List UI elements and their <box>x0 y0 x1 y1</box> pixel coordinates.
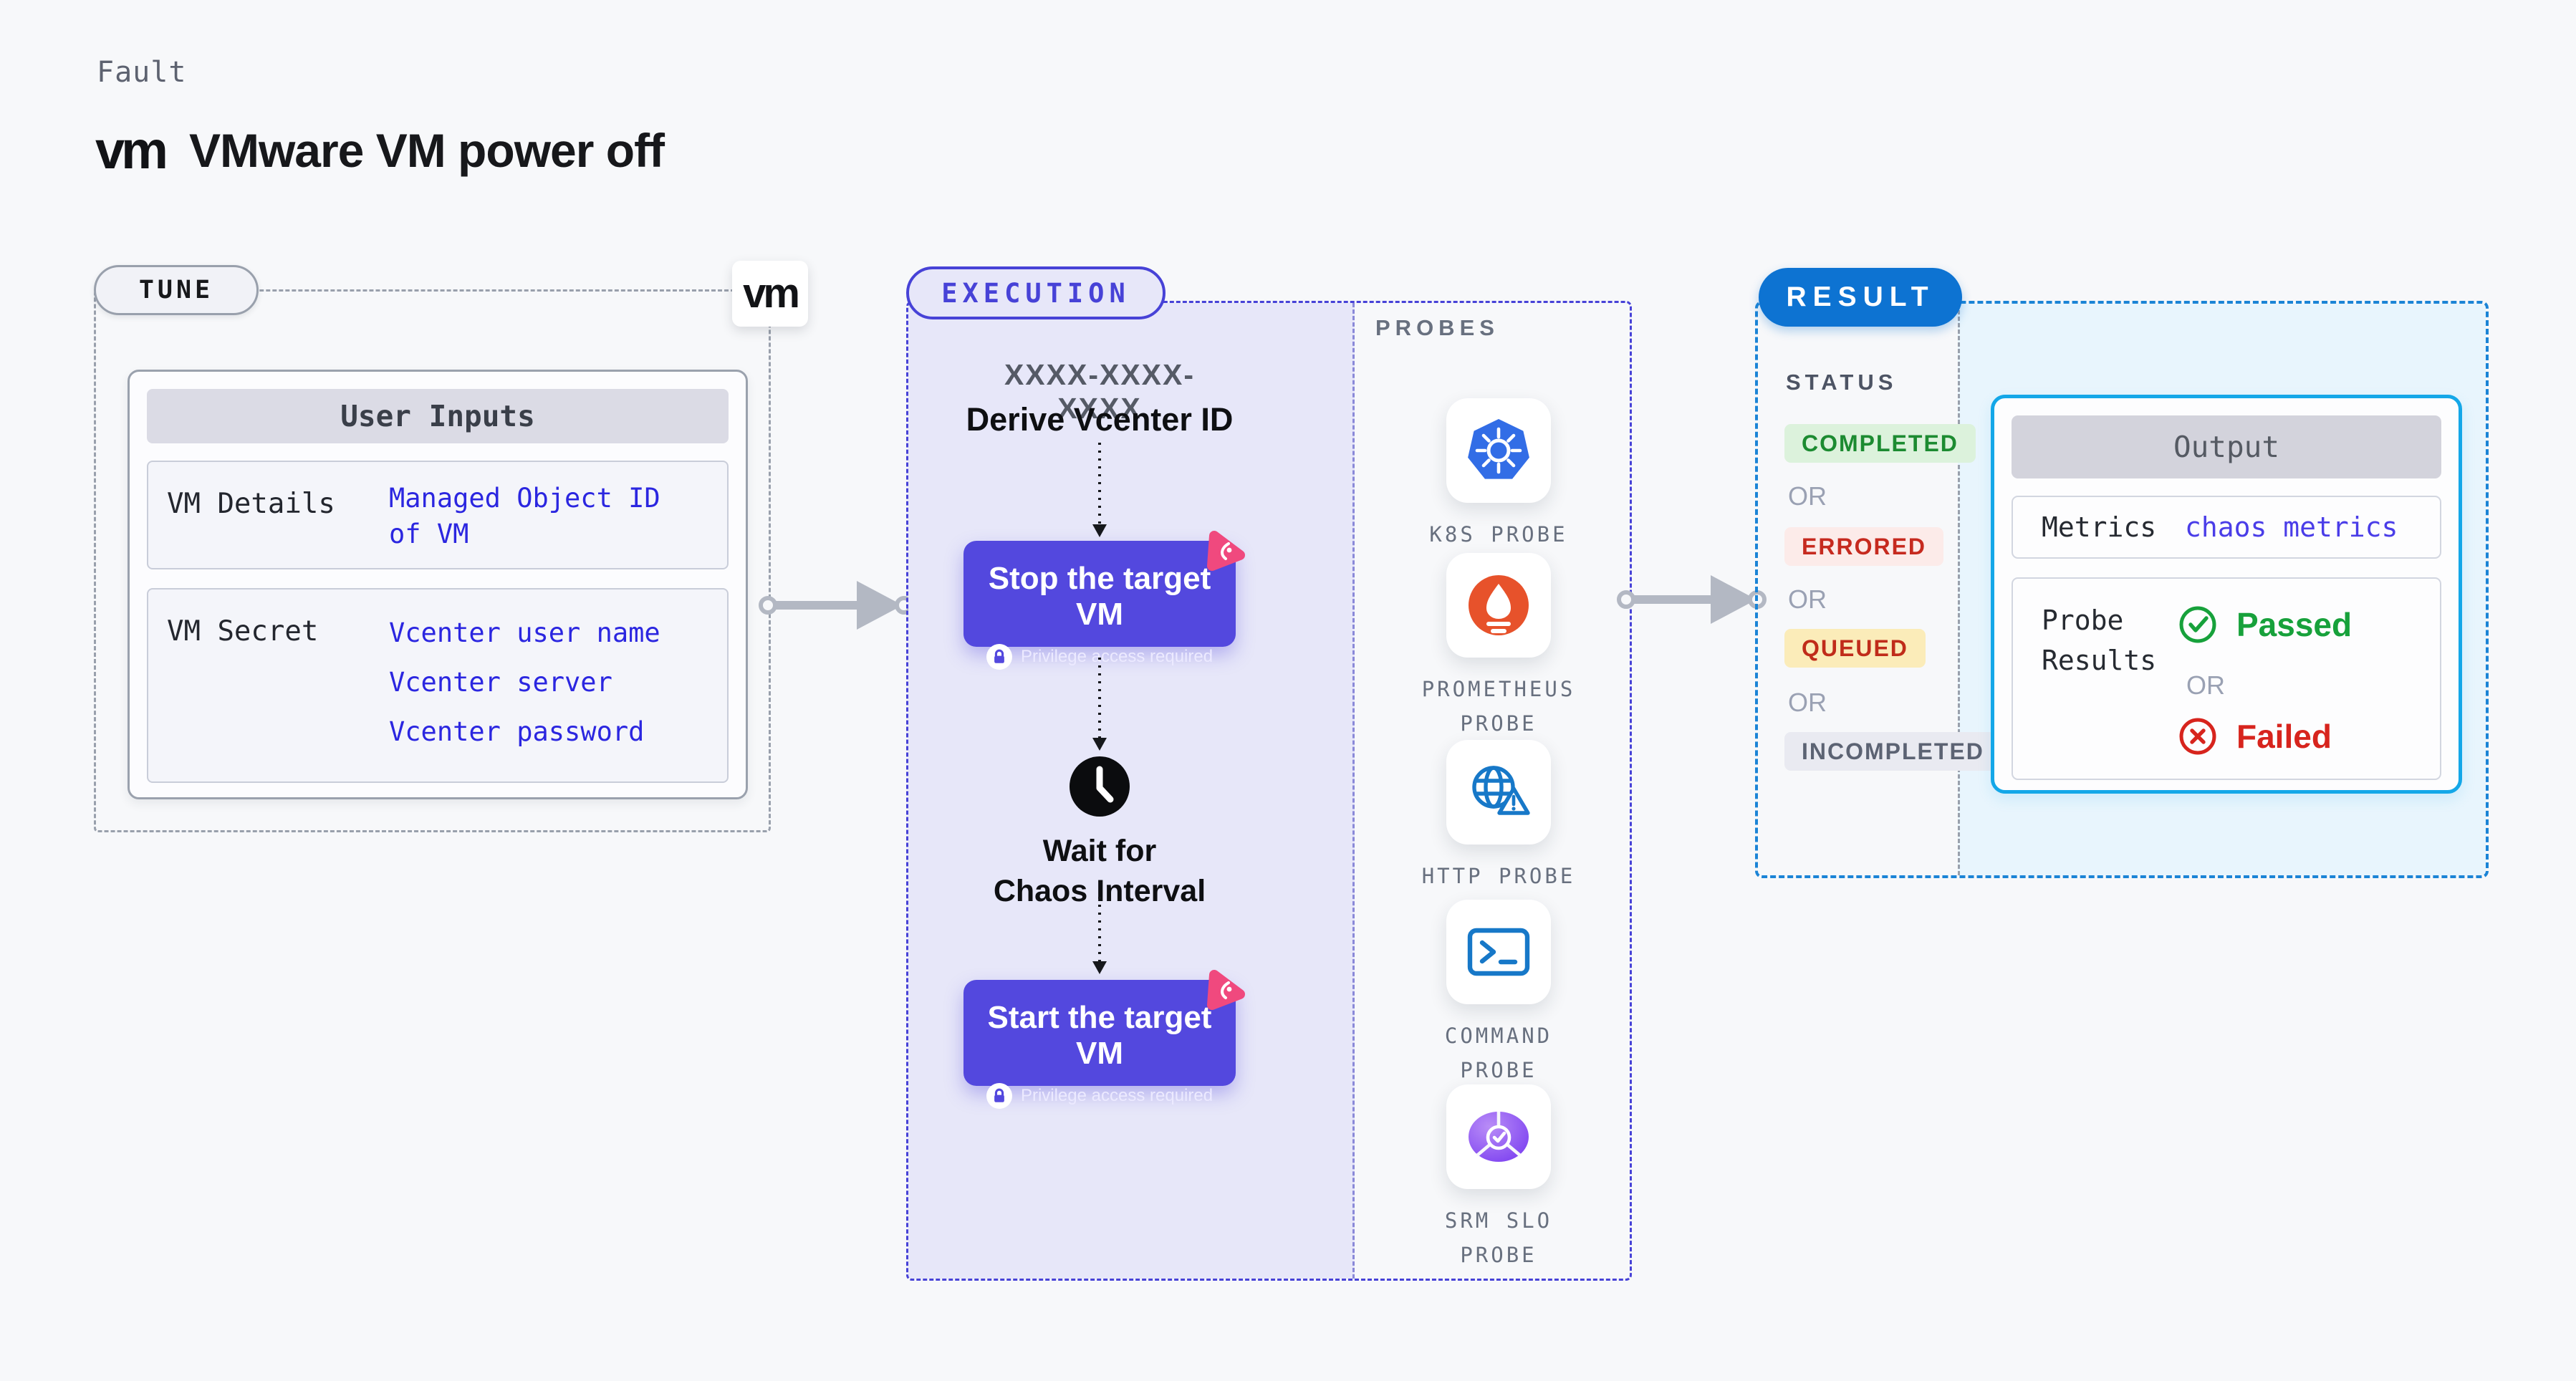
probe-item-prometheus: PROMETHEUS PROBE <box>1363 553 1635 741</box>
privilege-note-row: Privilege access required <box>963 1083 1236 1109</box>
vm-details-label: VM Details <box>167 488 335 520</box>
vm-secret-values: Vcenter user name Vcenter server Vcenter… <box>389 590 660 781</box>
probe-label: COMMAND PROBE <box>1445 1019 1552 1087</box>
stop-step-label: Stop the target VM <box>988 561 1211 632</box>
probe-item-k8s: K8S PROBE <box>1363 398 1635 552</box>
flow-connector <box>1092 897 1107 974</box>
result-badge: RESULT <box>1759 268 1962 327</box>
probe-item-command: COMMAND PROBE <box>1363 900 1635 1087</box>
derive-vcenter-code: XXXX-XXXX-XXXX <box>1004 358 1196 425</box>
privilege-note: Privilege access required <box>1020 1086 1213 1105</box>
execution-flow-area <box>908 303 1355 1279</box>
tune-section-box <box>94 289 771 832</box>
metrics-label: Metrics <box>2042 511 2157 543</box>
probe-item-http: HTTP PROBE <box>1363 740 1635 893</box>
k8s-probe-icon <box>1446 398 1551 503</box>
flow-connector <box>1092 443 1107 537</box>
wait-label-line: Interval <box>1096 874 1206 908</box>
metrics-value: chaos metrics <box>2185 511 2398 543</box>
vm-details-row: VM Details Managed Object ID of VM <box>147 461 729 569</box>
wait-label-line: Wait for Chaos <box>993 834 1157 908</box>
vmware-icon: vm <box>743 270 800 317</box>
probe-label-line: COMMAND <box>1444 1024 1553 1048</box>
start-target-vm-step: Start the target VM Privilege access req… <box>963 970 1245 1109</box>
failed-label: Failed <box>2236 718 2332 755</box>
start-step-label: Start the target VM <box>987 1000 1212 1071</box>
page-header: vm VMware VM power off <box>95 120 665 180</box>
probe-label-line: PROMETHEUS <box>1421 677 1576 701</box>
probe-label-line: PROBE <box>1460 711 1537 736</box>
probe-item-srm-slo: SRM SLO PROBE <box>1363 1084 1635 1272</box>
status-badge-completed: COMPLETED <box>1784 424 1976 463</box>
litmus-chaos-icon <box>1207 970 1245 1010</box>
lock-icon <box>986 644 1012 670</box>
privilege-note-row: Privilege access required <box>963 644 1236 670</box>
vm-secret-value-line: Vcenter user name <box>389 617 660 648</box>
passed-label: Passed <box>2236 606 2352 643</box>
probe-label: PROMETHEUS PROBE <box>1422 672 1576 741</box>
fault-kind-label: Fault <box>97 56 187 89</box>
metrics-row: Metrics chaos metrics <box>2012 496 2441 559</box>
vm-secret-row: VM Secret Vcenter user name Vcenter serv… <box>147 588 729 783</box>
user-inputs-header: User Inputs <box>147 389 729 443</box>
vm-secret-value-line: Vcenter server <box>389 667 612 698</box>
probe-label: SRM SLO PROBE <box>1445 1203 1552 1272</box>
user-inputs-card: User Inputs VM Details Managed Object ID… <box>128 370 748 799</box>
probe-label-line: K8S PROBE <box>1429 522 1568 547</box>
probe-results-label-line: Results <box>2042 645 2157 676</box>
check-circle-icon <box>2179 606 2216 643</box>
output-header: Output <box>2012 415 2441 478</box>
execution-badge: EXECUTION <box>906 266 1166 319</box>
status-badge-incompleted: INCOMPLETED <box>1784 732 2001 771</box>
vm-details-value-line: of VM <box>389 519 469 549</box>
http-probe-icon <box>1446 740 1551 845</box>
tune-badge: TUNE <box>94 265 259 315</box>
or-separator: OR <box>1788 688 1827 717</box>
status-badge-queued: QUEUED <box>1784 629 1926 668</box>
prometheus-probe-icon <box>1446 553 1551 658</box>
status-heading: STATUS <box>1786 370 1898 395</box>
or-separator: OR <box>1788 584 1827 614</box>
wait-clock-icon <box>1070 756 1130 817</box>
command-probe-icon <box>1446 900 1551 1004</box>
stop-target-vm-step: Stop the target VM Privilege access requ… <box>963 531 1245 670</box>
output-card: Output Metrics chaos metrics Probe Resul… <box>1991 395 2462 794</box>
or-separator: OR <box>1788 481 1827 511</box>
litmus-chaos-icon <box>1207 531 1245 571</box>
vmware-logo-icon: vm <box>95 120 168 180</box>
failed-result: Failed <box>2178 716 2332 756</box>
derive-vcenter-label: Derive Vcenter ID <box>966 401 1234 438</box>
probe-results-label-line: Probe <box>2042 605 2124 636</box>
vm-secret-label: VM Secret <box>167 615 319 648</box>
status-badge-errored: ERRORED <box>1784 527 1944 566</box>
probe-label: K8S PROBE <box>1429 517 1567 552</box>
probe-label-line: HTTP PROBE <box>1421 864 1576 888</box>
probes-heading: PROBES <box>1375 315 1499 340</box>
wait-chaos-interval-label: Wait for Chaos Interval <box>992 831 1207 911</box>
probe-label-line: PROBE <box>1460 1243 1537 1267</box>
privilege-note: Privilege access required <box>1020 647 1213 666</box>
srm-slo-probe-icon <box>1446 1084 1551 1189</box>
vmware-target-card: vm <box>732 261 808 327</box>
probe-results-row: Probe Results Passed OR Failed <box>2012 577 2441 780</box>
vm-details-values: Managed Object ID of VM <box>389 462 660 568</box>
vm-details-value-line: Managed Object ID <box>389 483 660 514</box>
probe-results-label: Probe Results <box>2042 600 2156 680</box>
or-separator: OR <box>2186 670 2225 700</box>
probe-label: HTTP PROBE <box>1422 859 1576 893</box>
execution-section-box <box>906 301 1632 1281</box>
probe-label-line: PROBE <box>1460 1058 1537 1082</box>
flow-connector <box>1092 658 1107 751</box>
x-circle-icon <box>2179 718 2216 755</box>
tune-to-execution-arrow <box>759 581 913 630</box>
page-title: VMware VM power off <box>188 124 665 177</box>
probe-label-line: SRM SLO <box>1444 1208 1553 1233</box>
passed-result: Passed <box>2178 605 2352 645</box>
vm-secret-value-line: Vcenter password <box>389 716 645 747</box>
lock-icon <box>986 1083 1012 1109</box>
execution-to-result-arrow <box>1617 575 1767 624</box>
